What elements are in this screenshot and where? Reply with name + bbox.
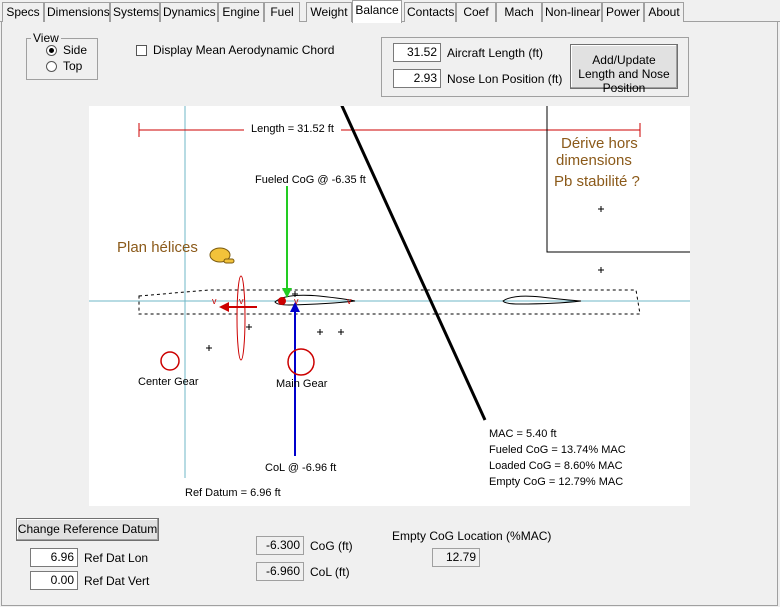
main-gear-circle: [287, 348, 315, 376]
tab-specs[interactable]: Specs: [2, 2, 44, 22]
view-top-label: Top: [63, 59, 83, 73]
propeller-disc: [236, 275, 246, 361]
derive-annotation-1: Dérive hors: [561, 135, 638, 152]
aircraft-dimension-group: [381, 37, 689, 97]
cog-label: CoG (ft): [310, 539, 353, 553]
change-reference-datum-button[interactable]: Change Reference Datum: [16, 518, 159, 541]
tab-power[interactable]: Power: [602, 2, 644, 22]
fueled-cog-text: Fueled CoG @ -6.35 ft: [255, 174, 366, 186]
loaded-mac-text: Loaded CoG = 8.60% MAC: [489, 460, 623, 472]
tail-airfoil: [502, 295, 582, 305]
view-side-label: Side: [63, 43, 88, 57]
derive-annotation-3: Pb stabilité ?: [554, 173, 640, 190]
empty-mac-text: Empty CoG = 12.79% MAC: [489, 476, 624, 488]
tab-mach[interactable]: Mach: [496, 2, 542, 22]
cog-field: -6.300: [256, 536, 304, 555]
view-group: [26, 38, 98, 80]
tab-balance[interactable]: Balance: [352, 0, 402, 23]
balance-drawing: v v v v Length = 31.52 ft F: [89, 106, 690, 506]
mac-text: MAC = 5.40 ft: [489, 428, 557, 440]
hand-pointer-icon: [209, 247, 235, 264]
aircraft-length-label: Aircraft Length (ft): [447, 46, 544, 60]
aircraft-length-field[interactable]: 31.52: [393, 43, 441, 62]
thrust-arrow-head: [219, 302, 229, 312]
balance-svg: v v v v: [89, 106, 690, 478]
tab-about[interactable]: About: [644, 2, 684, 22]
svg-text:v: v: [212, 296, 217, 306]
tab-dynamics[interactable]: Dynamics: [160, 2, 218, 22]
center-gear-circle: [160, 351, 180, 371]
tab-weight[interactable]: Weight: [306, 2, 352, 22]
ref-dat-vert-field[interactable]: 0.00: [30, 571, 78, 590]
tab-non-linear[interactable]: Non-linear: [542, 2, 602, 22]
derive-annotation-2: dimensions: [556, 152, 632, 169]
fueled-mac-text: Fueled CoG = 13.74% MAC: [489, 444, 626, 456]
col-arrow-head: [290, 302, 300, 312]
empty-cog-location-label: Empty CoG Location (%MAC): [392, 529, 552, 543]
mac-checkbox-label: Display Mean Aerodynamic Chord: [153, 43, 335, 57]
svg-text:v: v: [239, 296, 244, 306]
cog-marker: [278, 297, 286, 305]
fueled-cog-arrow-head: [282, 288, 292, 298]
tab-systems[interactable]: Systems: [110, 2, 160, 22]
nose-position-label: Nose Lon Position (ft): [447, 72, 563, 86]
mac-checkbox[interactable]: [136, 45, 147, 56]
tab-coef[interactable]: Coef: [456, 2, 496, 22]
tab-fuel[interactable]: Fuel: [264, 2, 300, 22]
tab-engine[interactable]: Engine: [218, 2, 264, 22]
tab-contacts[interactable]: Contacts: [404, 2, 456, 22]
length-text: Length = 31.52 ft: [251, 123, 334, 135]
main-gear-label: Main Gear: [276, 378, 328, 390]
svg-text:v: v: [294, 296, 299, 306]
ref-datum-text: Ref Datum = 6.96 ft: [185, 487, 281, 499]
col-label: CoL (ft): [310, 565, 350, 579]
marker-crosses: [206, 206, 604, 351]
view-top-radio[interactable]: [46, 61, 57, 72]
update-length-button[interactable]: Add/Update Length and Nose Position: [570, 44, 678, 95]
nose-position-field[interactable]: 2.93: [393, 69, 441, 88]
ref-dat-vert-label: Ref Dat Vert: [84, 574, 150, 588]
center-gear-label: Center Gear: [138, 376, 199, 388]
col-field: -6.960: [256, 562, 304, 581]
svg-text:v: v: [347, 296, 352, 306]
tab-dimensions[interactable]: Dimensions: [44, 2, 110, 22]
view-side-radio[interactable]: [46, 45, 57, 56]
tab-bar: Specs Dimensions Systems Dynamics Engine…: [0, 0, 780, 23]
annotation-line: [340, 106, 487, 421]
empty-cog-location-field: 12.79: [432, 548, 480, 567]
col-text: CoL @ -6.96 ft: [265, 462, 337, 474]
fin-box: [546, 106, 690, 253]
ref-dat-lon-field[interactable]: 6.96: [30, 548, 78, 567]
view-legend: View: [31, 31, 61, 45]
plan-helices-annotation: Plan hélices: [117, 239, 198, 256]
ref-dat-lon-label: Ref Dat Lon: [84, 551, 149, 565]
